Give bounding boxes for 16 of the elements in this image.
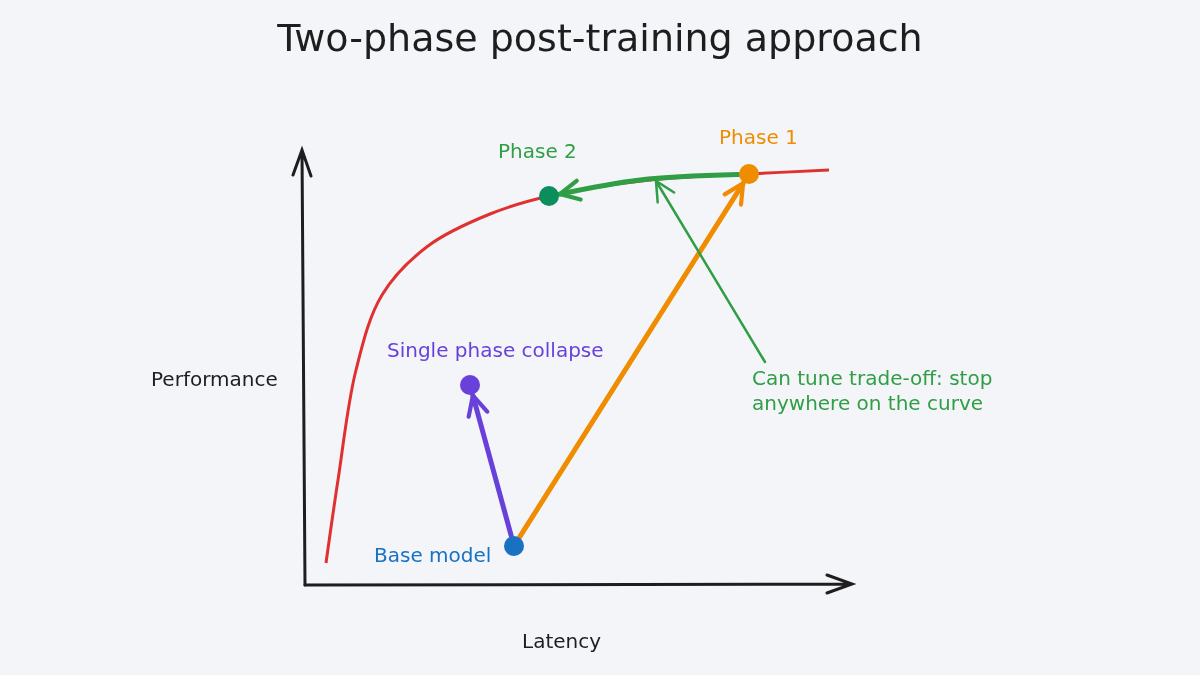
axis-label: Latency [522, 629, 602, 653]
arrow [517, 180, 746, 540]
annotation-text: Can tune trade-off: stop anywhere on the curve [752, 366, 994, 416]
arrow [466, 393, 514, 538]
arrow [557, 172, 741, 202]
point-marker [739, 164, 759, 184]
leader-line [654, 179, 767, 364]
point-label: Base model [374, 543, 492, 567]
point-marker [539, 186, 559, 206]
point-label: Phase 2 [498, 139, 577, 163]
point-label: Phase 1 [719, 125, 798, 149]
point-label: Single phase collapse [387, 338, 604, 362]
point-marker [504, 536, 524, 556]
axis-label: Performance [151, 367, 278, 391]
point-marker [460, 375, 480, 395]
title: Two-phase post-training approach [276, 16, 924, 60]
